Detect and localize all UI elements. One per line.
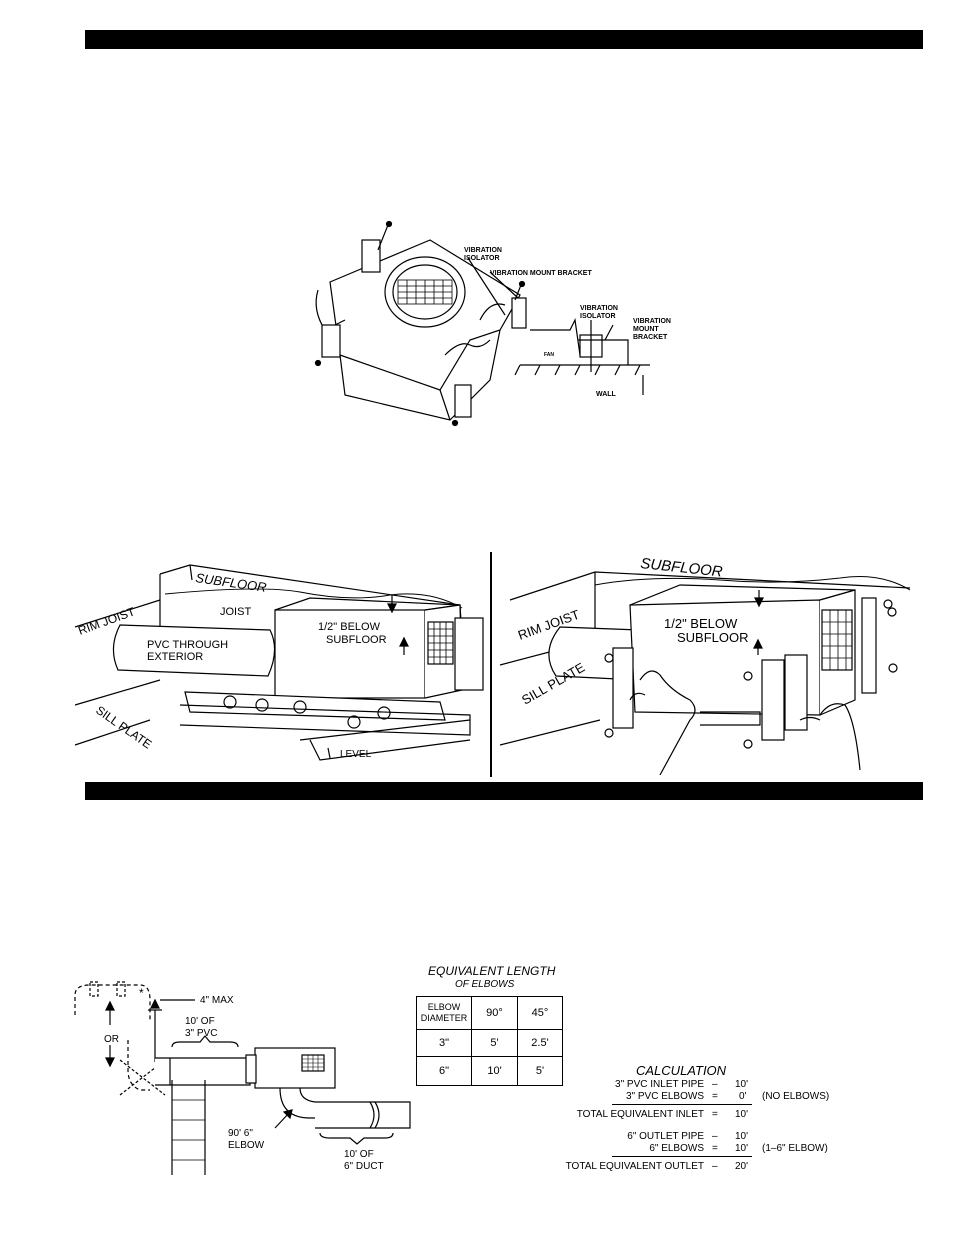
label-elbow: 90' 6" (228, 1128, 253, 1139)
table-row: 6" 10' 5' (416, 1056, 563, 1086)
vibration-mount-bracket-right (454, 384, 472, 418)
right-label-below-line2: SUBFLOOR (677, 630, 749, 645)
right-label-below: 1/2" BELOW (664, 616, 738, 631)
section-header-bar-top (85, 30, 923, 49)
calc-total-inlet-label: TOTAL EQUIVALENT INLET (576, 1109, 704, 1120)
pvc-pipe (112, 624, 276, 677)
right-hand (819, 703, 861, 771)
power-cord (444, 339, 491, 356)
label-vibration-mount-bracket: VIBRATION MOUNT BRACKET (490, 270, 592, 277)
detail-label-isolator-line2: ISOLATOR (580, 313, 616, 320)
left-panel-drawing (74, 564, 484, 761)
calc-inlet-pipe-op: – (712, 1079, 718, 1090)
header-45: 45° (517, 996, 563, 1030)
label-pvc-length: 10' OF (185, 1016, 215, 1027)
detail-label-bracket-line3: BRACKET (633, 334, 668, 341)
label-vibration-isolator: VIBRATION (464, 247, 502, 254)
calc-total-outlet-op: – (712, 1161, 718, 1172)
row-3in-90: 5' (471, 1029, 518, 1057)
calc-total-outlet-value: 20' (735, 1161, 749, 1172)
calculation-title: CALCULATION (636, 1063, 727, 1078)
header-90: 90° (471, 996, 518, 1030)
label-elbow-line2: ELBOW (228, 1140, 265, 1151)
vibration-mount-bracket-top (361, 239, 381, 273)
left-label-joist: JOIST (220, 606, 251, 618)
section-header-bar-middle (85, 782, 923, 800)
equivalent-length-subtitle: OF ELBOWS (455, 979, 515, 990)
dashed-pipe-option (74, 984, 151, 1020)
duct-6in (315, 1101, 411, 1129)
label-pvc-length-line2: 3" PVC (185, 1028, 217, 1039)
left-label-level: LEVEL (340, 749, 372, 760)
calc-outlet-pipe-op: – (712, 1131, 718, 1142)
left-label-below: 1/2" BELOW (318, 621, 381, 633)
calc-outlet-elbows-note: (1–6" ELBOW) (762, 1143, 828, 1154)
row-3in-diameter: 3" (416, 1029, 472, 1057)
calc-outlet-elbows-op: = (712, 1143, 718, 1154)
calc-total-inlet-value: 10' (735, 1109, 749, 1120)
calc-outlet-elbows-label: 6" ELBOWS (649, 1143, 704, 1154)
pvc-pipe-horizontal (155, 1057, 251, 1086)
calc-inlet-pipe-label: 3" PVC INLET PIPE (615, 1079, 704, 1090)
label-duct-length: 10' OF (344, 1149, 374, 1160)
calc-rule-inlet (612, 1104, 752, 1105)
equivalent-length-title: EQUIVALENT LENGTH (428, 964, 556, 978)
calc-inlet-elbows-value: 0' (739, 1091, 747, 1102)
row-3in-45: 2.5' (517, 1029, 563, 1057)
detail-label-bracket: VIBRATION (633, 318, 671, 325)
equivalent-length-table: ELBOW DIAMETER 90° 45° 3" 5' 2.5' 6" 10'… (416, 996, 563, 1086)
mount-bracket-right-panel (761, 659, 785, 741)
calc-inlet-pipe-value: 10' (735, 1079, 749, 1090)
detail-label-bracket-line2: MOUNT (633, 326, 659, 333)
label-4in-max: 4" MAX (200, 995, 234, 1006)
calc-inlet-elbows-label: 3" PVC ELBOWS (625, 1091, 704, 1102)
calc-inlet-elbows-op: = (712, 1091, 718, 1102)
mount-bracket-left-panel (454, 617, 484, 691)
row-6in-90: 10' (471, 1056, 518, 1086)
label-vibration-isolator-line2: ISOLATOR (464, 255, 500, 262)
calc-total-outlet-label: TOTAL EQUIVALENT OUTLET (565, 1161, 704, 1172)
left-hand (639, 670, 696, 776)
right-panel-drawing (499, 571, 911, 776)
calc-outlet-elbows-value: 10' (735, 1143, 749, 1154)
left-label-pvc-line2: EXTERIOR (147, 651, 203, 663)
table-row: ELBOW DIAMETER 90° 45° (416, 996, 563, 1030)
left-label-pvc: PVC THROUGH (147, 639, 228, 651)
detail-label-wall: WALL (596, 391, 617, 398)
row-6in-45: 5' (517, 1056, 563, 1086)
row-6in-diameter: 6" (416, 1056, 472, 1086)
left-grille-pattern (428, 622, 453, 664)
calc-outlet-pipe-value: 10' (735, 1131, 749, 1142)
vibration-mount-bracket-left (321, 324, 341, 358)
calc-rule-outlet (612, 1156, 752, 1157)
label-asterisk: * (139, 986, 144, 1000)
label-duct-length-line2: 6" DUCT (344, 1161, 384, 1172)
vibration-mount-bracket-side (511, 297, 527, 329)
calc-inlet-elbows-note: (NO ELBOWS) (762, 1091, 830, 1102)
left-label-below-line2: SUBFLOOR (326, 634, 387, 646)
header-elbow-diameter: ELBOW DIAMETER (416, 996, 472, 1030)
calc-total-inlet-op: = (712, 1109, 718, 1120)
label-or: OR (104, 1034, 119, 1045)
right-grille-pattern (822, 610, 852, 670)
table-row: 3" 5' 2.5' (416, 1029, 563, 1057)
calc-outlet-pipe-label: 6" OUTLET PIPE (627, 1131, 704, 1142)
vibration-mount-detail (514, 318, 650, 395)
fan-box (274, 609, 426, 699)
detail-label-isolator: VIBRATION (580, 305, 618, 312)
pvc-pipe-vertical (171, 1080, 206, 1175)
detail-label-fan: FAN (544, 352, 554, 358)
